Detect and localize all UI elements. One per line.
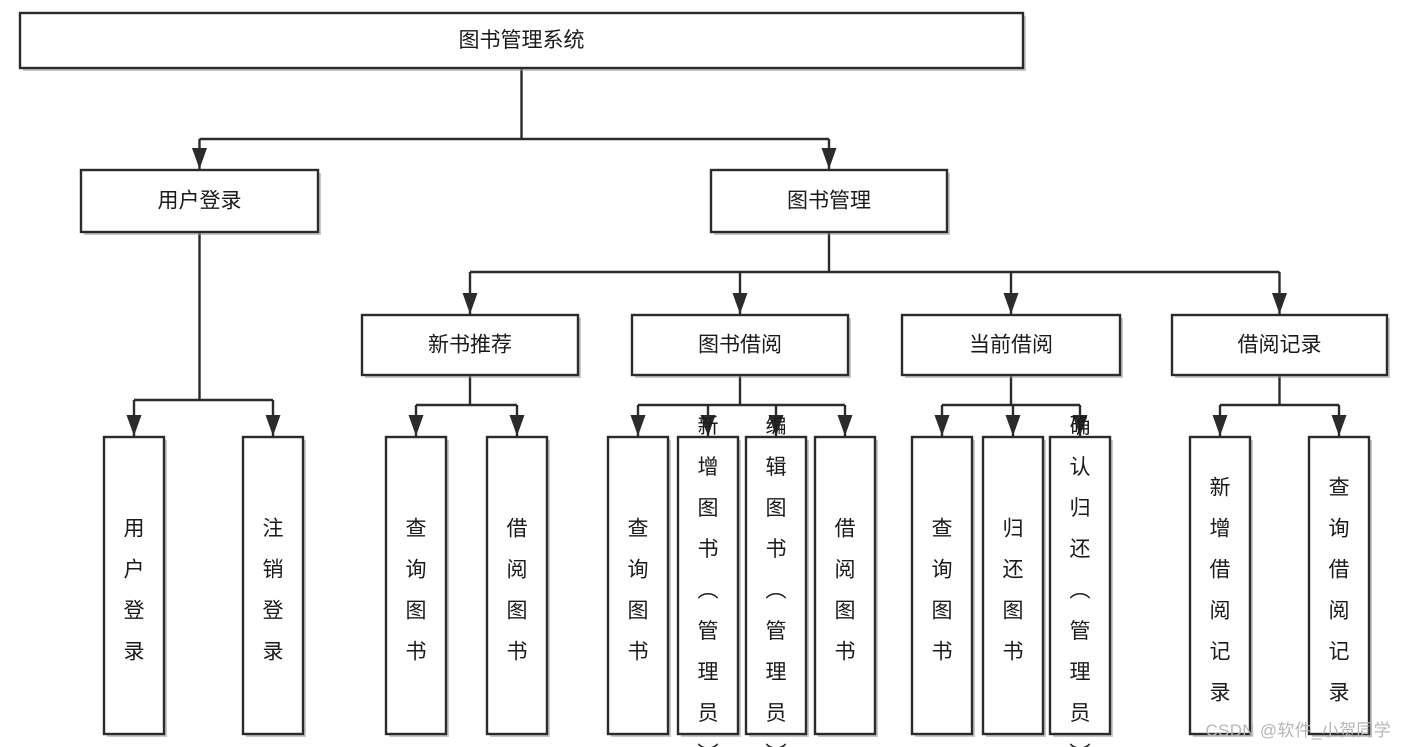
node-label-borrow-record: 借阅记录	[1238, 334, 1322, 357]
node-label-leaf-logout: 注销登录	[263, 517, 284, 663]
node-leaf-confirm-return[interactable]: 确认归还︵管理员︶	[1048, 415, 1113, 747]
nodes-layer: 图书管理系统用户登录图书管理新书推荐图书借阅当前借阅借阅记录用户登录注销登录查询…	[18, 11, 1390, 747]
node-leaf-add-record[interactable]: 新增借阅记录	[1188, 435, 1253, 737]
node-leaf-add-book[interactable]: 新增图书︵管理员︶	[676, 415, 741, 747]
node-label-leaf-borrow-book-2: 借阅图书	[835, 517, 856, 663]
node-label-leaf-return-book: 归还图书	[1003, 517, 1024, 663]
node-leaf-user-login[interactable]: 用户登录	[102, 435, 167, 737]
node-label-root: 图书管理系统	[459, 29, 585, 52]
node-label-current-borrow: 当前借阅	[969, 334, 1053, 357]
node-label-book-manage: 图书管理	[787, 190, 871, 213]
watermark-label: CSDN @软件_小贺同学	[1205, 721, 1391, 740]
edges-layer	[126, 68, 1347, 436]
node-label-leaf-query-record: 查询借阅记录	[1329, 476, 1350, 704]
node-label-leaf-borrow-book-1: 借阅图书	[507, 517, 528, 663]
node-leaf-logout[interactable]: 注销登录	[241, 435, 306, 737]
node-label-leaf-query-book-1: 查询图书	[406, 517, 427, 663]
node-new-book-recommend[interactable]: 新书推荐	[360, 313, 581, 378]
node-label-leaf-query-book-3: 查询图书	[932, 517, 953, 663]
node-label-user-login: 用户登录	[158, 190, 242, 213]
node-leaf-borrow-book-2[interactable]: 借阅图书	[813, 435, 878, 737]
node-leaf-query-book-3[interactable]: 查询图书	[910, 435, 975, 737]
node-current-borrow[interactable]: 当前借阅	[900, 313, 1123, 378]
node-leaf-return-book[interactable]: 归还图书	[981, 435, 1046, 737]
node-book-manage[interactable]: 图书管理	[709, 168, 950, 235]
node-leaf-borrow-book-1[interactable]: 借阅图书	[485, 435, 550, 737]
node-borrow-record[interactable]: 借阅记录	[1170, 313, 1390, 378]
node-label-leaf-add-record: 新增借阅记录	[1210, 476, 1231, 704]
node-label-leaf-edit-book: 编辑图书︵管理员︶	[766, 415, 787, 747]
node-label-leaf-confirm-return: 确认归还︵管理员︶	[1070, 415, 1091, 747]
node-user-login[interactable]: 用户登录	[79, 168, 321, 235]
node-leaf-edit-book[interactable]: 编辑图书︵管理员︶	[744, 415, 809, 747]
node-leaf-query-book-2[interactable]: 查询图书	[606, 435, 671, 737]
node-leaf-query-record[interactable]: 查询借阅记录	[1307, 435, 1372, 737]
node-label-leaf-add-book: 新增图书︵管理员︶	[698, 415, 719, 747]
node-root[interactable]: 图书管理系统	[18, 11, 1026, 71]
node-label-book-borrow: 图书借阅	[698, 334, 782, 357]
node-label-leaf-user-login: 用户登录	[124, 517, 145, 663]
node-leaf-query-book-1[interactable]: 查询图书	[384, 435, 449, 737]
node-label-new-book-recommend: 新书推荐	[428, 334, 512, 357]
node-book-borrow[interactable]: 图书借阅	[630, 313, 851, 378]
node-label-leaf-query-book-2: 查询图书	[628, 517, 649, 663]
